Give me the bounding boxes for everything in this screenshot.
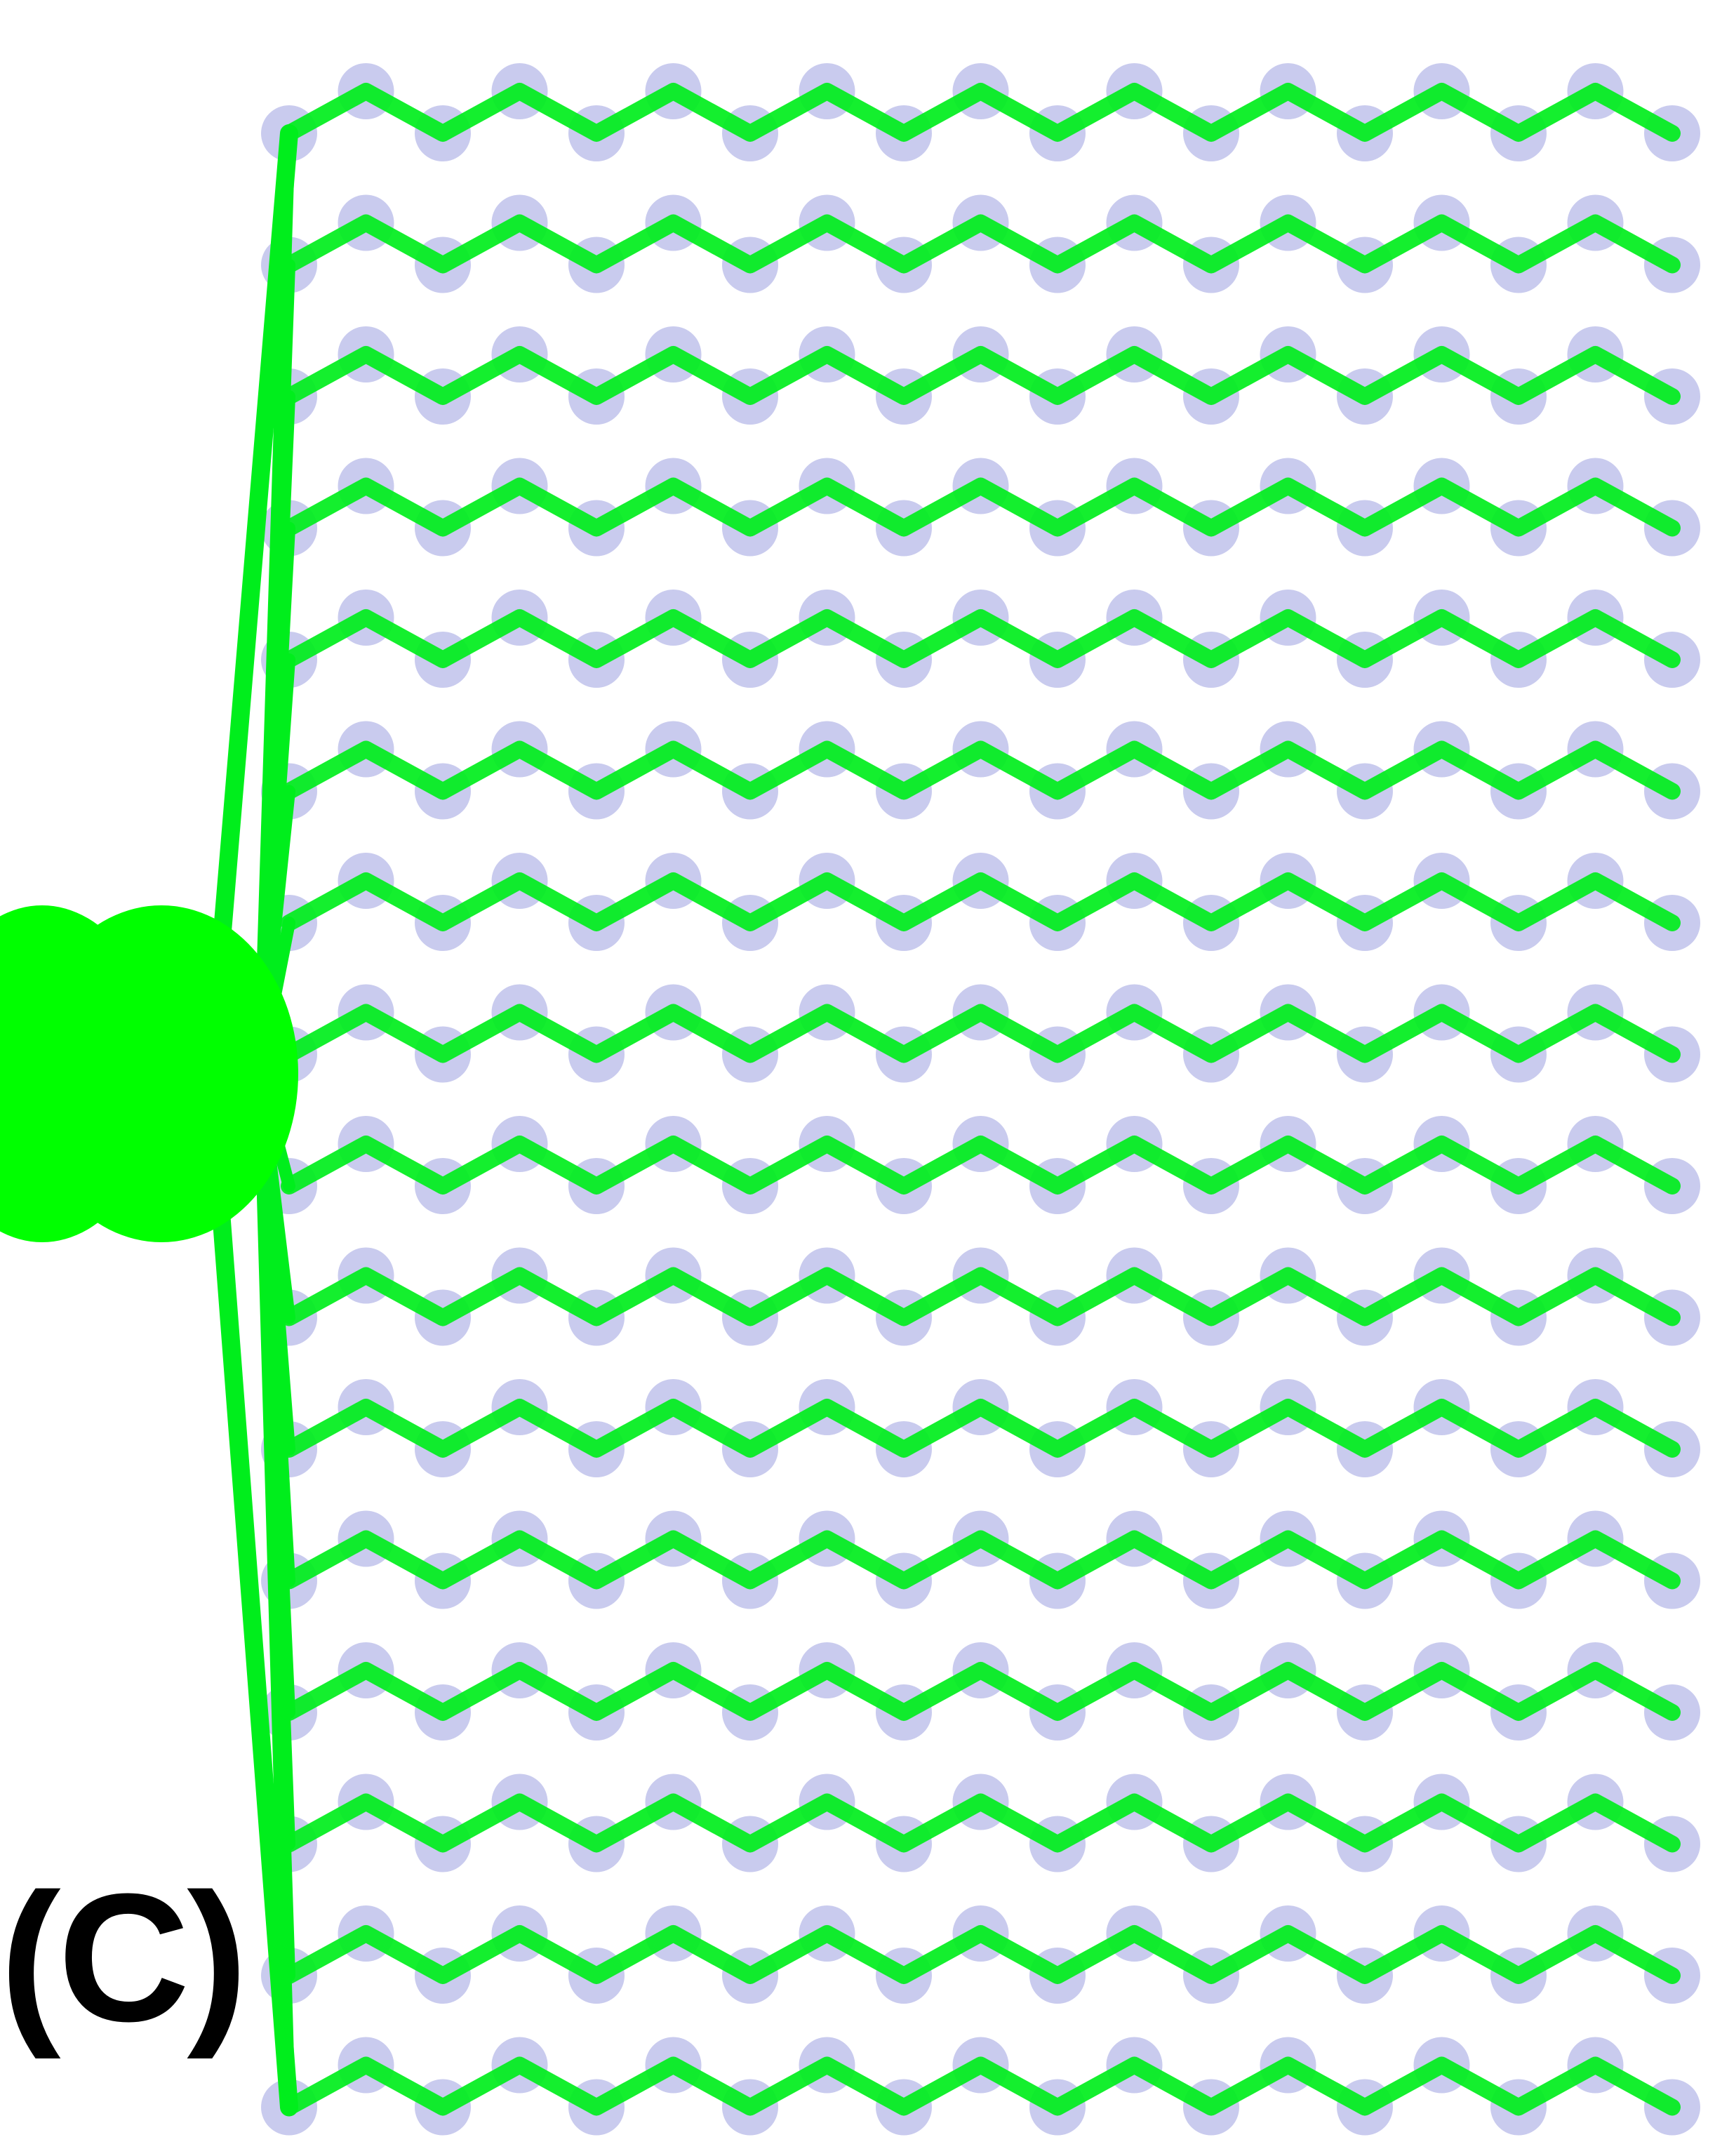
chain-row [281,740,1681,800]
chain-row [281,2056,1681,2116]
spine-top [201,124,298,1083]
spine-bottom [201,1065,298,2117]
chain-row [281,1399,1681,1458]
chain-row [281,1662,1681,1721]
hub-link-layer [201,124,298,2117]
chain-row [281,1267,1681,1326]
chain-row [281,872,1681,931]
chain-row [281,1530,1681,1590]
hub-blob [25,905,298,1242]
chain-layer [281,83,1681,2116]
chain-row [281,346,1681,405]
panel-label: (C) [0,1856,248,2060]
hub-layer [0,905,298,1242]
chain-row [281,83,1681,142]
chain-row [281,1925,1681,1984]
chain-row [281,1793,1681,1853]
chain-row [281,477,1681,537]
chain-row [281,214,1681,274]
chain-row [281,1136,1681,1195]
chain-row [281,1004,1681,1063]
chain-row [281,609,1681,668]
